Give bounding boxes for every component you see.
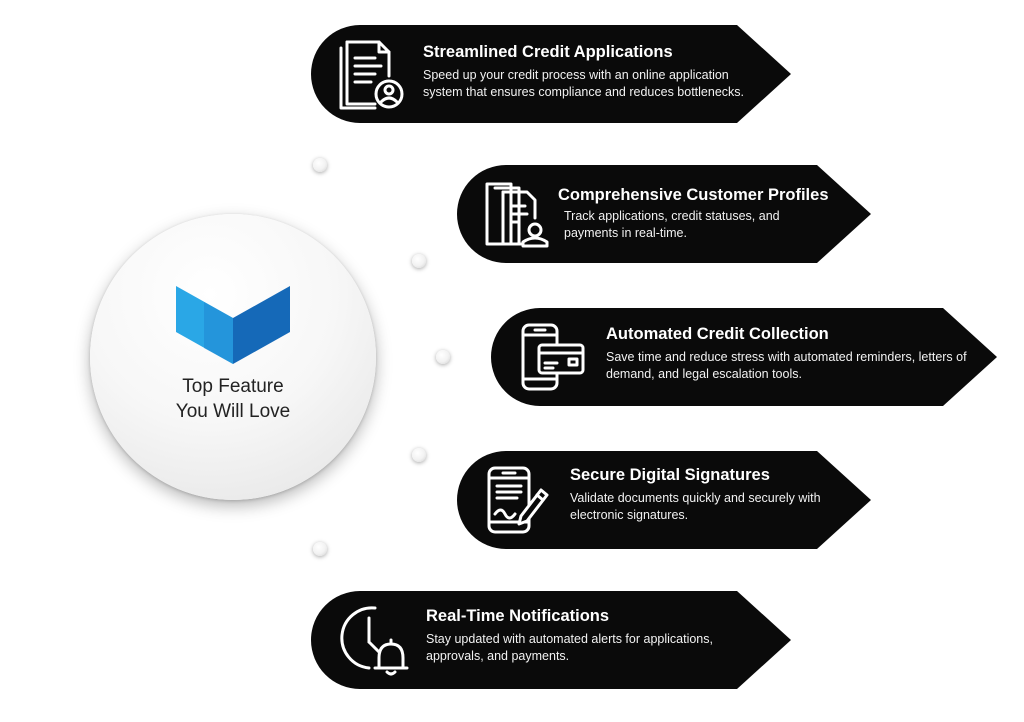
- feature-description: Speed up your credit process with an onl…: [423, 68, 745, 99]
- hub-circle: Top Feature You Will Love: [90, 214, 376, 500]
- feature-title: Automated Credit Collection: [606, 325, 829, 343]
- phone-credit-card-icon: [517, 321, 589, 393]
- stacked-documents-user-icon: [481, 178, 553, 250]
- feature-title: Streamlined Credit Applications: [423, 43, 673, 61]
- feature-card-credit-collection: Automated Credit Collection Save time an…: [491, 308, 997, 406]
- feature-description: Track applications, credit statuses, and…: [564, 209, 780, 240]
- connector-dot: [436, 350, 450, 364]
- feature-card-notifications: Real-Time Notifications Stay updated wit…: [311, 591, 791, 689]
- connector-dot: [412, 254, 426, 268]
- feature-title: Secure Digital Signatures: [570, 466, 770, 484]
- feature-card-digital-signatures: Secure Digital Signatures Validate docum…: [457, 451, 871, 549]
- document-user-icon: [335, 38, 407, 110]
- feature-card-customer-profiles: Comprehensive Customer Profiles Track ap…: [457, 165, 871, 263]
- hub-title: Top Feature You Will Love: [175, 376, 291, 422]
- clock-bell-icon: [339, 604, 411, 676]
- connector-dot: [412, 448, 426, 462]
- feature-description: Save time and reduce stress with automat…: [606, 350, 967, 381]
- feature-title: Real-Time Notifications: [426, 607, 610, 625]
- connector-dot: [313, 158, 327, 172]
- connector-dot: [313, 542, 327, 556]
- feature-description: Validate documents quickly and securely …: [570, 491, 821, 522]
- feature-title: Comprehensive Customer Profiles: [558, 186, 829, 204]
- feature-description: Stay updated with automated alerts for a…: [426, 632, 713, 663]
- feature-card-credit-applications: Streamlined Credit Applications Speed up…: [311, 25, 791, 123]
- phone-signature-pen-icon: [481, 464, 553, 536]
- brand-logo-icon: [176, 286, 290, 364]
